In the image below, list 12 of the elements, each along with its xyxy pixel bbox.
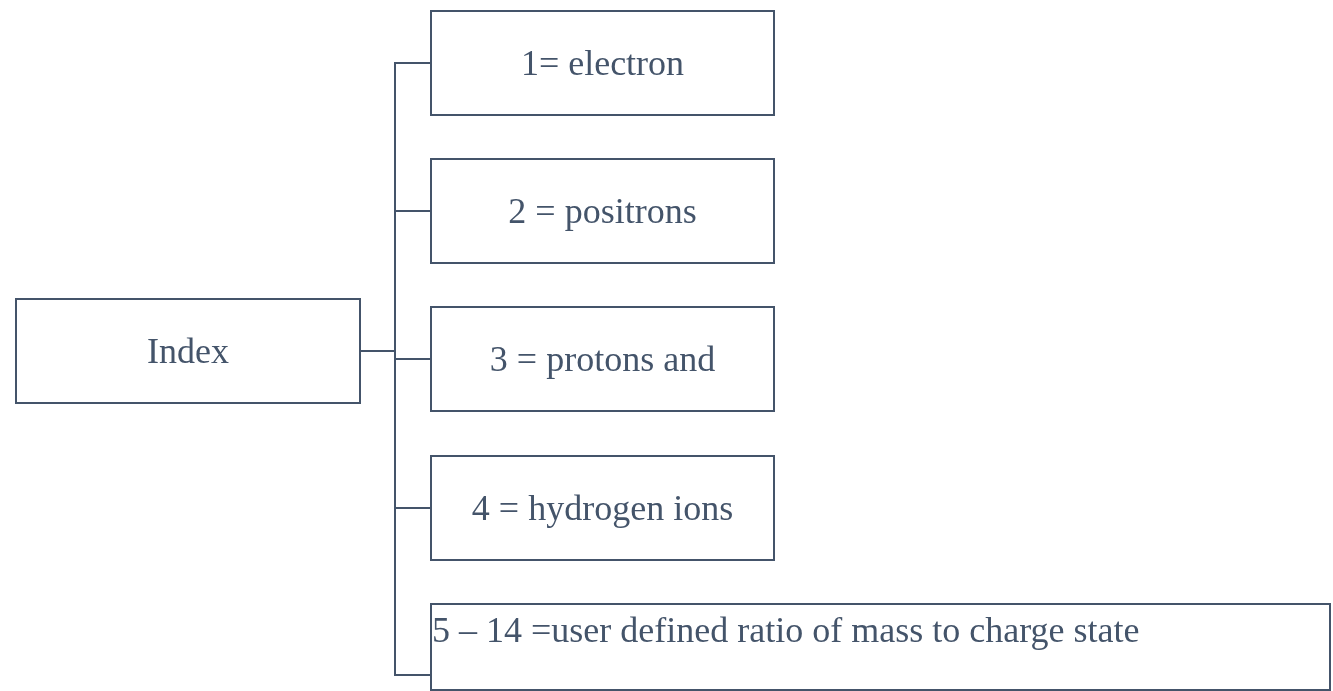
index-box xyxy=(15,298,361,404)
box-label: 4 = hydrogen ions xyxy=(471,487,734,529)
box-label: 5 – 14 =user defined ratio of mass to charge state xyxy=(432,609,1140,651)
box-label: 1= electron xyxy=(520,42,685,84)
index-box xyxy=(430,306,775,412)
index-box xyxy=(430,603,1331,691)
index-box xyxy=(430,455,775,561)
index-box xyxy=(430,158,775,264)
box-label: 2 = positrons xyxy=(508,190,697,232)
box-label: 3 = protons and xyxy=(489,338,716,380)
box-label: Index xyxy=(147,330,229,372)
index-box xyxy=(430,10,775,116)
